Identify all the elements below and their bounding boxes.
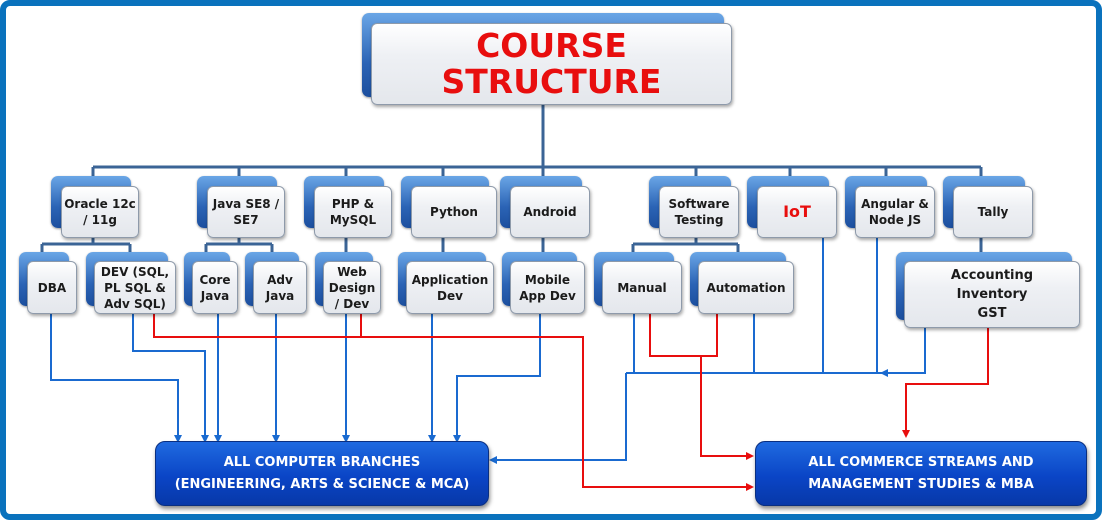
subcourse-app-dev[interactable]: Application Dev — [398, 252, 494, 314]
flow-accounting-commerce — [902, 326, 989, 438]
flow-dev-commerce — [153, 312, 754, 491]
course-python[interactable]: Python — [401, 176, 497, 238]
course-python-label: Python — [411, 186, 497, 238]
flow-dba-computer — [50, 312, 182, 443]
subcourse-web-design-label: Web Design / Dev — [323, 261, 381, 314]
tree-line-testing-sub — [631, 236, 740, 252]
computer-flow-lines — [50, 236, 926, 460]
subcourse-accounting-label: Accounting Inventory GST — [904, 261, 1080, 328]
subcourse-web-design[interactable]: Web Design / Dev — [315, 252, 381, 314]
subcourse-dba-label: DBA — [27, 261, 77, 314]
course-angular[interactable]: Angular & Node JS — [845, 176, 935, 238]
subcourse-dev-sql-label: DEV (SQL, PL SQL & Adv SQL) — [94, 261, 176, 314]
target-computer-branches[interactable]: ALL COMPUTER BRANCHES (ENGINEERING, ARTS… — [155, 441, 489, 506]
subcourse-automation-label: Automation — [698, 261, 794, 314]
course-oracle-label: Oracle 12c / 11g — [61, 186, 139, 238]
course-android[interactable]: Android — [500, 176, 590, 238]
flow-testing-iot-angular-computer — [491, 236, 915, 460]
page-title: COURSE STRUCTURE — [371, 23, 732, 105]
target-commerce-management[interactable]: ALL COMMERCE STREAMS AND MANAGEMENT STUD… — [755, 441, 1087, 506]
commerce-flow-lines — [153, 312, 989, 491]
tree-line-java-sub — [204, 236, 274, 252]
course-php[interactable]: PHP & MySQL — [304, 176, 392, 238]
course-testing[interactable]: Software Testing — [649, 176, 739, 238]
flow-testing-commerce — [649, 312, 752, 456]
subcourse-mobile-dev-label: Mobile App Dev — [510, 261, 585, 314]
title-box: COURSE STRUCTURE — [362, 13, 732, 105]
course-angular-label: Angular & Node JS — [855, 186, 935, 238]
flow-dev-computer — [132, 312, 209, 443]
subcourse-dev-sql[interactable]: DEV (SQL, PL SQL & Adv SQL) — [86, 252, 176, 314]
subcourse-app-dev-label: Application Dev — [406, 261, 494, 314]
subcourse-adv-java-label: Adv Java — [253, 261, 307, 314]
subcourse-mobile-dev[interactable]: Mobile App Dev — [502, 252, 585, 314]
course-iot[interactable]: IoT — [747, 176, 837, 238]
course-oracle[interactable]: Oracle 12c / 11g — [51, 176, 139, 238]
subcourse-core-java-label: Core Java — [192, 261, 238, 314]
course-java-label: Java SE8 / SE7 — [207, 186, 285, 238]
course-php-label: PHP & MySQL — [314, 186, 392, 238]
subcourse-automation[interactable]: Automation — [690, 252, 794, 314]
subcourse-adv-java[interactable]: Adv Java — [245, 252, 307, 314]
course-android-label: Android — [510, 186, 590, 238]
subcourse-dba[interactable]: DBA — [19, 252, 77, 314]
subcourse-manual-label: Manual — [602, 261, 682, 314]
course-tally-label: Tally — [953, 186, 1033, 238]
subcourse-accounting[interactable]: Accounting Inventory GST — [896, 252, 1080, 328]
flow-mobile-computer — [453, 312, 541, 443]
course-iot-label: IoT — [757, 186, 837, 238]
course-tally[interactable]: Tally — [943, 176, 1033, 238]
flow-accounting-computer — [880, 326, 926, 377]
tree-line-oracle-sub — [40, 236, 132, 252]
course-java[interactable]: Java SE8 / SE7 — [197, 176, 285, 238]
course-testing-label: Software Testing — [659, 186, 739, 238]
subcourse-core-java[interactable]: Core Java — [184, 252, 238, 314]
subcourse-manual[interactable]: Manual — [594, 252, 682, 314]
